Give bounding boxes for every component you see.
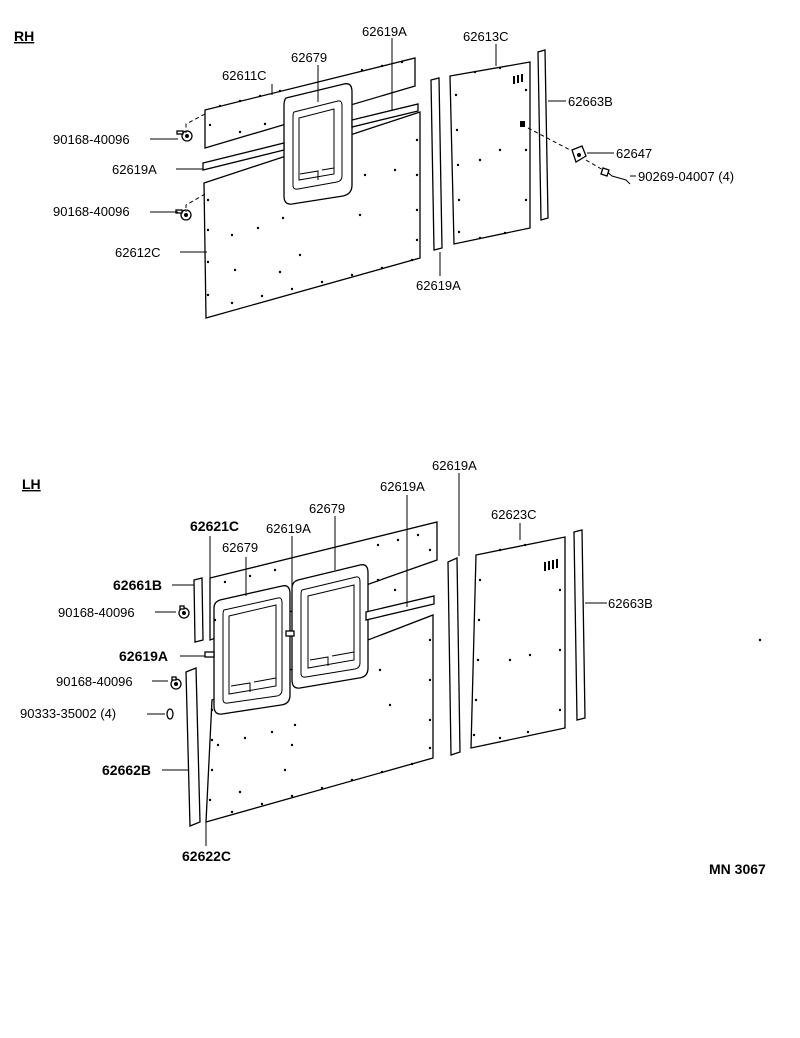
lh-label-62621C: 62621C bbox=[190, 518, 239, 534]
lh-label-90168-upper: 90168-40096 bbox=[58, 605, 135, 620]
lh-label-62661B: 62661B bbox=[113, 577, 162, 593]
rh-assembly bbox=[150, 38, 636, 319]
rh-label-62679: 62679 bbox=[291, 50, 327, 65]
lh-clip-90333 bbox=[166, 708, 174, 720]
rh-label-62647: 62647 bbox=[616, 146, 652, 161]
lh-assembly bbox=[147, 473, 762, 846]
rh-label-62613C: 62613C bbox=[463, 29, 509, 44]
section-label-rh: RH bbox=[14, 28, 34, 44]
rh-label-62611C: 62611C bbox=[222, 68, 267, 83]
rh-bolt-upper bbox=[176, 130, 193, 142]
rh-strip-left bbox=[202, 142, 285, 171]
rh-molding bbox=[537, 49, 549, 221]
lh-label-62619A-center: 62619A bbox=[266, 521, 311, 536]
rh-label-62619A-top: 62619A bbox=[362, 24, 407, 39]
lh-molding-62661B bbox=[193, 577, 204, 643]
rh-door-panel bbox=[449, 61, 531, 245]
lh-label-90168-lower: 90168-40096 bbox=[56, 674, 133, 689]
lh-bolt-upper bbox=[178, 605, 190, 619]
lh-window-frame-left bbox=[213, 585, 291, 715]
lh-label-90333: 90333-35002 (4) bbox=[20, 706, 116, 721]
rh-label-90269: 90269-04007 (4) bbox=[638, 169, 734, 184]
lh-bolt-lower bbox=[170, 676, 182, 690]
lh-label-62662B: 62662B bbox=[102, 762, 151, 778]
rh-label-62663B: 62663B bbox=[568, 94, 613, 109]
lh-label-62622C: 62622C bbox=[182, 848, 231, 864]
rh-label-90168-lower: 90168-40096 bbox=[53, 204, 130, 219]
rh-bolt-lower bbox=[175, 209, 192, 221]
lh-label-62663B: 62663B bbox=[608, 596, 653, 611]
lh-molding-62662B bbox=[185, 667, 201, 827]
rh-label-62619A-bottom: 62619A bbox=[416, 278, 461, 293]
lh-label-62679-right: 62679 bbox=[309, 501, 345, 516]
rh-strip-right bbox=[351, 103, 419, 128]
rh-label-62619A-left: 62619A bbox=[112, 162, 157, 177]
lh-label-62623C: 62623C bbox=[491, 507, 537, 522]
lh-label-62619A-top: 62619A bbox=[432, 458, 477, 473]
rh-label-90168-upper: 90168-40096 bbox=[53, 132, 130, 147]
lh-vertical-strip bbox=[447, 557, 461, 756]
rh-label-62612C: 62612C bbox=[115, 245, 161, 260]
section-label-lh: LH bbox=[22, 476, 41, 492]
lh-molding bbox=[573, 529, 586, 721]
lh-label-62619A-left: 62619A bbox=[119, 648, 168, 664]
lh-strip-right bbox=[365, 595, 435, 621]
lh-label-62679-left: 62679 bbox=[222, 540, 258, 555]
rh-vertical-strip bbox=[430, 77, 443, 251]
diagram-code: MN 3067 bbox=[709, 861, 766, 877]
lh-door-panel bbox=[470, 536, 566, 749]
lh-label-62619A-mid: 62619A bbox=[380, 479, 425, 494]
